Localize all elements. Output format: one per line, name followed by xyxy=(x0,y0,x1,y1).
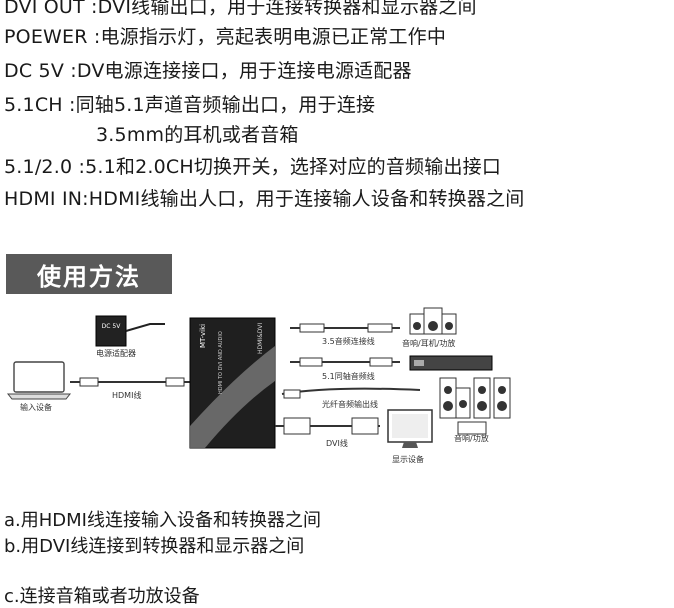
fiber-cable-label: 光纤音频输出线 xyxy=(322,399,378,409)
switch-description: 5.1/2.0 :5.1和2.0CH切换开关，选择对应的音频输出接口 xyxy=(4,156,502,178)
hdmi-in-description: HDMI IN:HDMI线输出人口，用于连接输人设备和转换器之间 xyxy=(4,188,525,210)
hdmi-cable-label: HDMI线 xyxy=(112,390,141,400)
connection-diagram: DC 5V 电源适配器 输入设备 HDMI线 MT-viki HDMI TO D… xyxy=(6,307,511,464)
converter-port-label: HDMI&DVI xyxy=(257,323,264,354)
ch51-description-continued: 3.5mm的耳机或者音箱 xyxy=(96,124,299,146)
dvi-cable-label: DVI线 xyxy=(326,438,348,448)
converter-brand: MT-viki xyxy=(199,324,207,348)
power-adapter-icon: DC 5V xyxy=(95,315,165,347)
monitor-icon xyxy=(387,409,433,448)
audio-35-cable-icon xyxy=(290,323,400,333)
fiber-cable-icon xyxy=(281,387,421,399)
coax-51-cable-icon xyxy=(290,357,400,367)
dvi-cable-icon xyxy=(275,417,380,435)
converter-icon: MT-viki HDMI TO DVI AND AUDIO HDMI&DVI xyxy=(189,317,276,449)
power-adapter-label: 电源适配器 xyxy=(96,348,136,358)
speaker-set-icon xyxy=(409,307,457,335)
step-a: a.用HDMI线连接输入设备和转换器之间 xyxy=(4,510,321,531)
ch51-description: 5.1CH :同轴5.1声道音频输出口，用于连接 xyxy=(4,94,376,116)
audio-35-cable-label: 3.5音频连接线 xyxy=(322,336,375,346)
step-b: b.用DVI线连接到转换器和显示器之间 xyxy=(4,536,305,557)
coax-51-cable-label: 5.1同轴音频线 xyxy=(322,371,375,381)
speaker-amp-label: 音响/功放 xyxy=(454,433,489,443)
dvi-out-description: DVI OUT :DVI线输出口，用于连接转换器和显示器之间 xyxy=(4,0,477,18)
power-description: POEWER :电源指示灯，亮起表明电源已正常工作中 xyxy=(4,26,447,48)
step-c: c.连接音箱或者功放设备 xyxy=(4,586,200,607)
hdmi-cable-icon xyxy=(70,377,190,387)
dc-plate-text: DC 5V xyxy=(102,323,122,330)
dc5v-description: DC 5V :DV电源连接接口，用于连接电源适配器 xyxy=(4,60,412,82)
home-theater-speakers-icon xyxy=(439,377,511,435)
converter-model: HDMI TO DVI AND AUDIO xyxy=(218,331,224,394)
display-device-label: 显示设备 xyxy=(392,454,424,464)
input-device-label: 输入设备 xyxy=(20,402,52,412)
laptop-icon xyxy=(6,361,72,400)
section-title-usage: 使用方法 xyxy=(6,254,172,294)
headphone-amp-label: 音响/耳机/功放 xyxy=(402,338,455,348)
amplifier-icon xyxy=(409,355,493,371)
